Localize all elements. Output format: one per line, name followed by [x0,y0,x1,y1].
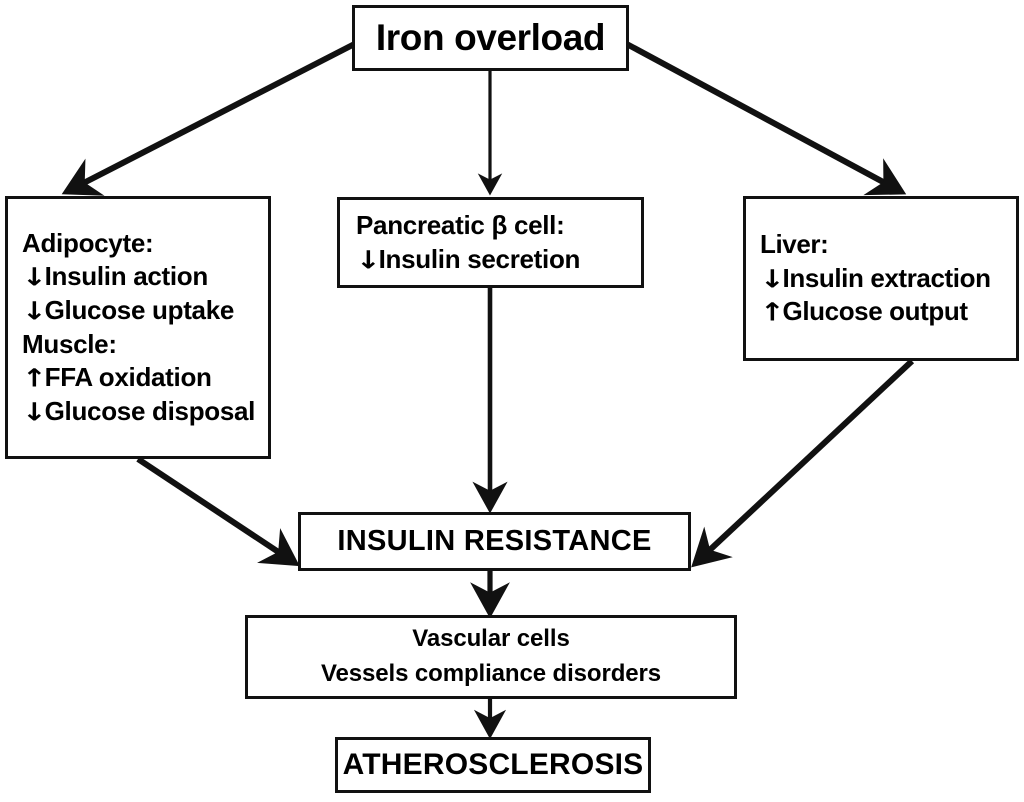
node-insulin-resistance: INSULIN RESISTANCE [298,512,691,571]
adipocyte-glucose-uptake: ↓Glucose uptake [22,294,234,328]
adipocyte-heading: Adipocyte: [22,227,154,258]
node-insulin-resistance-label: INSULIN RESISTANCE [337,525,652,558]
node-pancreatic-beta-cell: Pancreatic β cell: ↓Insulin secretion [337,197,644,288]
node-vascular-cells: Vascular cells Vessels compliance disord… [245,615,737,699]
muscle-ffa-oxidation: ↑FFA oxidation [22,361,212,395]
edge-iron-to-liver [608,32,907,196]
down-arrow-icon: ↓ [356,245,381,275]
node-adipocyte-muscle: Adipocyte: ↓Insulin action ↓Glucose upta… [5,196,271,459]
edge-iron-to-adipocyte [61,32,374,196]
node-iron-overload: Iron overload [352,5,629,71]
down-arrow-icon: ↓ [22,397,47,427]
vascular-cells-line-1: Vascular cells [412,625,570,653]
down-arrow-icon: ↓ [22,262,47,292]
adipocyte-insulin-action: ↓Insulin action [22,260,208,294]
node-iron-overload-label: Iron overload [375,17,606,59]
edge-liver-to-insulin-resistance [691,358,915,568]
pancreatic-insulin-secretion: ↓Insulin secretion [356,242,580,277]
liver-heading: Liver: [760,228,829,259]
up-arrow-icon: ↑ [760,297,785,327]
up-arrow-icon: ↑ [22,363,47,393]
liver-glucose-output: ↑Glucose output [760,295,968,329]
muscle-glucose-disposal: ↓Glucose disposal [22,395,255,429]
edge-adipocyte-to-insulin-resistance [136,456,300,567]
node-atherosclerosis-label: ATHEROSCLEROSIS [342,748,644,782]
node-atherosclerosis: ATHEROSCLEROSIS [335,737,651,793]
vascular-cells-line-2: Vessels compliance disorders [320,660,662,687]
muscle-heading: Muscle: [22,328,117,359]
node-liver: Liver: ↓Insulin extraction ↑Glucose outp… [743,196,1019,361]
down-arrow-icon: ↓ [22,296,47,326]
liver-insulin-extraction: ↓Insulin extraction [760,262,991,296]
pancreatic-beta-cell-heading: Pancreatic β cell: [356,209,565,240]
down-arrow-icon: ↓ [760,264,785,294]
